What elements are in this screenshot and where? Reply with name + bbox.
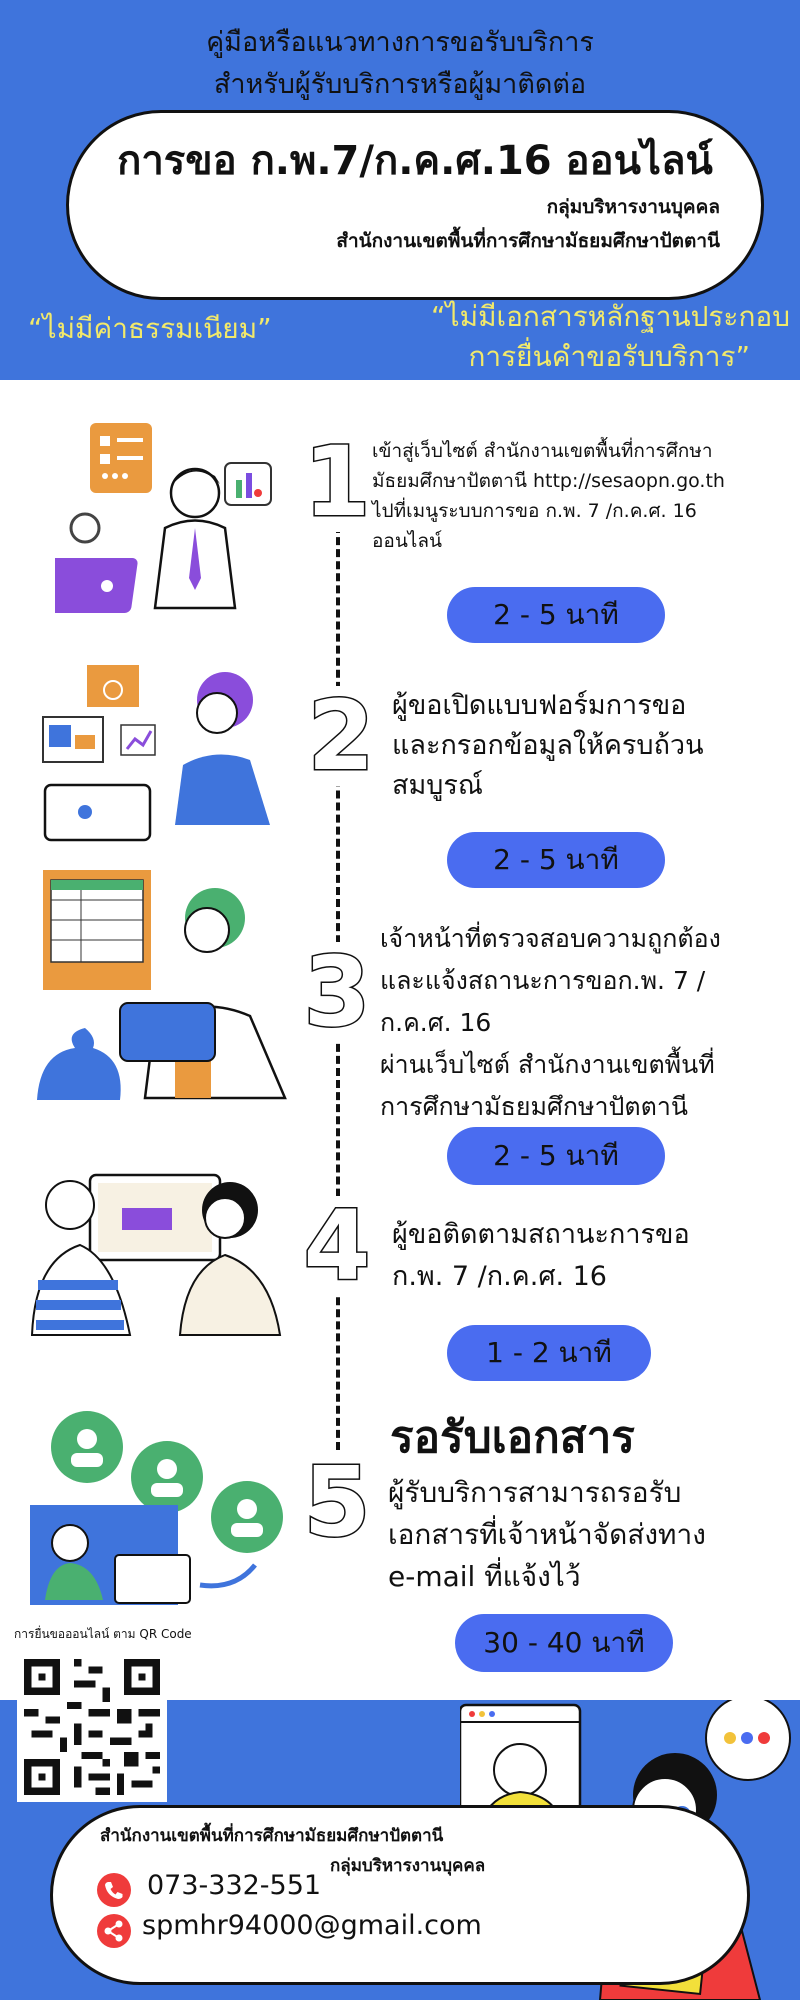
step-1-description: เข้าสู่เว็บไซต์ สำนักงานเขตพื้นที่การศึก… (372, 436, 792, 556)
data-checking-illustration (37, 870, 287, 1100)
step-4-number: 4 (292, 1195, 382, 1298)
step-4-duration-badge: 1 - 2 นาที (447, 1325, 651, 1381)
office-worker-illustration (55, 423, 272, 613)
step-5-description: ผู้รับบริการสามารถรอรับ เอกสารที่เจ้าหน้… (388, 1472, 788, 1598)
step-2-description: ผู้ขอเปิดแบบฟอร์มการขอ และกรอกข้อมูลให้ค… (392, 686, 772, 806)
step-3-line: เจ้าหน้าที่ตรวจสอบความถูกต้อง (380, 924, 721, 953)
step-1-line: มัธยมศึกษาปัตตานี http://sesaopn.go.th (372, 470, 725, 492)
step-2-line: และกรอกข้อมูลให้ครบถ้วน (392, 730, 704, 761)
step-2-line: สมบูรณ์ (392, 770, 483, 801)
contact-card (50, 1805, 750, 1985)
step-3-line: และแจ้งสถานะการขอก.พ. 7 / (380, 966, 706, 995)
step-3-number: 3 (292, 941, 382, 1044)
contact-email[interactable]: spmhr94000@gmail.com (142, 1910, 482, 1941)
contact-org-name: สำนักงานเขตพื้นที่การศึกษามัธยมศึกษาปัตต… (100, 1826, 444, 1846)
email-delivery-illustration (30, 1411, 283, 1605)
title-banner (66, 110, 764, 300)
step-3-line: ผ่านเว็บไซต์ สำนักงานเขตพื้นที่ (380, 1050, 715, 1079)
subtitle-line-1: คู่มือหรือแนวทางการขอรับบริการ (206, 27, 594, 58)
step-4-line: ผู้ขอติดตามสถานะการขอ (392, 1219, 690, 1250)
page-title: การขอ ก.พ.7/ก.ค.ศ.16 ออนไลน์ (117, 138, 713, 184)
step-4-line: ก.พ. 7 /ก.ค.ศ. 16 (392, 1261, 607, 1292)
no-documents-quote-line-2: การยื่นคำขอรับบริการ” (468, 340, 750, 373)
step-5-line: ผู้รับบริการสามารถรอรับ (388, 1476, 682, 1509)
step-1-line: ไปที่เมนูระบบการขอ ก.พ. 7 /ก.ค.ศ. 16 (372, 500, 697, 522)
step-3-line: ก.ค.ศ. 16 (380, 1008, 492, 1037)
tracking-status-illustration (30, 1173, 282, 1336)
step-5-duration-badge: 30 - 40 นาที (455, 1614, 673, 1672)
step-1-duration-badge: 2 - 5 นาที (447, 587, 665, 643)
share-icon (97, 1914, 131, 1948)
contact-group-name: กลุ่มบริหารงานบุคคล (330, 1856, 486, 1876)
subtitle-line-2: สำหรับผู้รับบริการหรือผู้มาติดต่อ (213, 69, 587, 100)
qr-caption: การยื่นขอออนไลน์ ตาม QR Code (14, 1627, 192, 1641)
contact-phone[interactable]: 073-332-551 (147, 1870, 322, 1901)
step-1-number: 1 (292, 431, 382, 534)
form-filling-illustration (42, 665, 270, 842)
step-5-line: e-mail ที่แจ้งไว้ (388, 1560, 581, 1593)
org-office-name: สำนักงานเขตพื้นที่การศึกษามัธยมศึกษาปัตต… (336, 230, 720, 252)
step-5-number: 5 (292, 1451, 382, 1554)
no-fee-quote: “ไม่มีค่าธรรมเนียม” (28, 312, 272, 345)
step-2-line: ผู้ขอเปิดแบบฟอร์มการขอ (392, 690, 687, 721)
step-3-duration-badge: 2 - 5 นาที (447, 1127, 665, 1185)
org-group-name: กลุ่มบริหารงานบุคคล (546, 196, 720, 218)
step-3-line: การศึกษามัธยมศึกษาปัตตานี (380, 1092, 688, 1121)
step-1-line: ออนไลน์ (372, 530, 442, 552)
step-2-duration-badge: 2 - 5 นาที (447, 832, 665, 888)
step-4-description: ผู้ขอติดตามสถานะการขอ ก.พ. 7 /ก.ค.ศ. 16 (392, 1214, 782, 1298)
step-2-number: 2 (296, 685, 386, 788)
step-1-line: เข้าสู่เว็บไซต์ สำนักงานเขตพื้นที่การศึก… (372, 440, 713, 462)
qr-code[interactable] (16, 1652, 168, 1802)
step-3-description: เจ้าหน้าที่ตรวจสอบความถูกต้อง และแจ้งสถา… (380, 918, 790, 1128)
step-5-line: เอกสารที่เจ้าหน้าจัดส่งทาง (388, 1518, 706, 1551)
step-5-heading: รอรับเอกสาร (390, 1412, 635, 1463)
phone-icon (97, 1873, 131, 1907)
no-documents-quote-line-1: “ไม่มีเอกสารหลักฐานประกอบ (431, 300, 790, 333)
